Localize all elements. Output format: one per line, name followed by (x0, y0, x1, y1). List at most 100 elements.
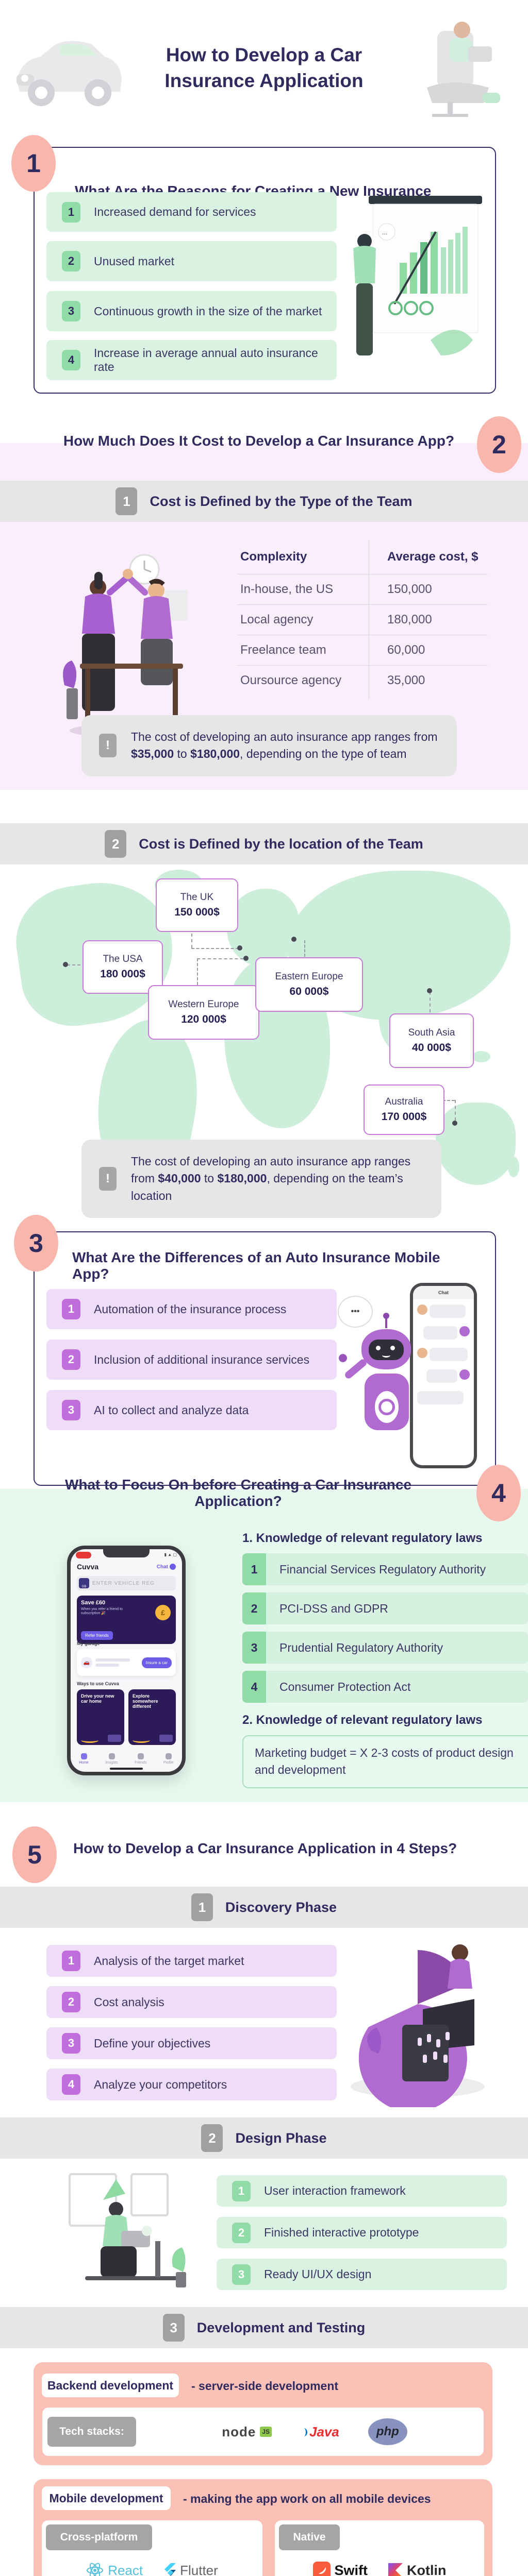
reading-person-illustration (427, 22, 500, 117)
difference-number: 2 (62, 1349, 80, 1370)
connector (197, 958, 243, 959)
phase-3-banner: 3 Development and Testing (0, 2307, 528, 2348)
phase-1-banner: 1 Discovery Phase (0, 1887, 528, 1928)
item-label: Analyze your competitors (94, 2077, 227, 2091)
native-box: Native Swift Kotlin (275, 2520, 484, 2576)
connector (191, 922, 192, 948)
cost-location-banner: 2 Cost is Defined by the location of the… (0, 823, 528, 865)
kotlin-logo: Kotlin (388, 2563, 446, 2576)
reason-number: 1 (62, 201, 80, 223)
law-number: 1 (242, 1553, 266, 1585)
my-garage-label: My garage (77, 1641, 100, 1646)
flutter-logo: Flutter (163, 2563, 218, 2576)
vehicle-reg-input: GB ENTER VEHICLE REG (77, 1576, 176, 1590)
law-label: PCI-DSS and GDPR (279, 1601, 388, 1615)
location-price: 150 000$ (174, 906, 220, 918)
second-knowledge-heading: 2. Knowledge of relevant regulatory laws (242, 1713, 483, 1727)
discovery-item: 1 Analysis of the target market (46, 1945, 337, 1977)
promo-subtitle: When you refer a friend to subscription … (81, 1607, 123, 1615)
reason-item: 2 Unused market (46, 241, 337, 281)
ways-to-use-label: Ways to use Cuvva (77, 1681, 119, 1686)
page-title: How to Develop a Car Insurance Applicati… (164, 44, 364, 91)
connector (455, 1100, 456, 1121)
item-label: Analysis of the target market (94, 1954, 244, 1968)
law-item: 2 PCI-DSS and GDPR (242, 1592, 528, 1624)
law-item: 3 Prudential Regulatory Authority (242, 1632, 528, 1664)
banner-number: 2 (105, 830, 127, 858)
mobile-chip: Mobile development (42, 2486, 171, 2510)
native-chip: Native (279, 2524, 340, 2550)
difference-label: Automation of the insurance process (94, 1302, 287, 1316)
reason-label: Unused market (94, 254, 174, 268)
law-label: Financial Services Regulatory Authority (279, 1562, 486, 1576)
location-price: 120 000$ (181, 1013, 226, 1025)
location-price: 40 000$ (412, 1042, 451, 1054)
vehicle-reg-placeholder: ENTER VEHICLE REG (92, 1580, 155, 1586)
banner-title: Cost is Defined by the Type of the Team (150, 493, 412, 509)
item-number: 2 (232, 2222, 251, 2243)
location-price: 180 000$ (100, 968, 145, 980)
item-number: 2 (62, 1992, 80, 2012)
banner-number: 1 (116, 487, 138, 515)
table-col-complexity: Complexity (240, 550, 307, 564)
table-row: Oursource agency 35,000 (237, 665, 487, 696)
section-2-title: How Much Does It Cost to Develop a Car I… (63, 433, 455, 449)
reason-label: Continuous growth in the size of the mar… (94, 304, 322, 318)
discovery-item: 3 Define your objectives (46, 2027, 337, 2059)
promo-title: Save £60 (81, 1600, 106, 1606)
react-logo: React (86, 2563, 143, 2576)
row-label: In-house, the US (240, 582, 334, 596)
java-logo: Java (301, 2424, 339, 2440)
cost-table: Complexity Average cost, $ In-house, the… (237, 540, 487, 700)
phase-2-banner: 2 Design Phase (0, 2117, 528, 2159)
law-number: 4 (242, 1671, 266, 1703)
connector (67, 964, 91, 965)
location-name: Western Europe (168, 999, 239, 1010)
section-1-number: 1 (11, 135, 56, 192)
backend-card: Backend development - server-side develo… (34, 2362, 492, 2465)
map-new-zealand (508, 1157, 519, 1177)
garage-card: 🚗 Insure a car (77, 1649, 176, 1676)
table-row: In-house, the US 150,000 (237, 574, 487, 604)
design-item: 2 Finished interactive prototype (217, 2217, 507, 2248)
mobile-card: Mobile development - making the app work… (34, 2479, 492, 2576)
phase-title: Design Phase (235, 2130, 327, 2146)
row-label: Local agency (240, 613, 314, 626)
cost-type-banner: 1 Cost is Defined by the Type of the Tea… (0, 481, 528, 522)
reason-label: Increase in average annual auto insuranc… (94, 346, 318, 374)
phase-number: 1 (191, 1893, 213, 1921)
table-header-row: Complexity Average cost, $ (237, 540, 487, 574)
row-value: 35,000 (387, 673, 425, 687)
map-callout-uk: The UK 150 000$ (156, 878, 238, 932)
section-3-number: 3 (14, 1215, 58, 1272)
cross-platform-box: Cross-platform React Flutter (42, 2520, 262, 2576)
location-name: Eastern Europe (275, 971, 343, 982)
difference-label: AI to collect and analyze data (94, 1403, 249, 1417)
marketing-budget-note: Marketing budget = X 2-3 costs of produc… (242, 1735, 528, 1788)
law-label: Consumer Protection Act (279, 1680, 411, 1693)
gb-plate-icon: GB (79, 1578, 89, 1588)
promo-card-drive: Drive your new car home (77, 1689, 124, 1745)
location-name: The UK (180, 892, 214, 903)
reason-label: Increased demand for services (94, 205, 256, 218)
item-label: Ready UI/UX design (264, 2267, 372, 2281)
law-number: 2 (242, 1592, 266, 1624)
location-name: The USA (103, 954, 143, 964)
reason-number: 3 (62, 301, 80, 321)
map-pin-western-europe (243, 956, 249, 961)
swift-logo: Swift (312, 2562, 368, 2576)
exclamation-icon: ! (99, 1167, 117, 1191)
mobile-desc: - making the app work on all mobile devi… (183, 2492, 431, 2505)
cost-type-note: ! The cost of developing an auto insuran… (81, 715, 457, 776)
row-label: Freelance team (240, 643, 326, 657)
difference-number: 1 (62, 1299, 80, 1319)
map-pin-uk (237, 945, 242, 951)
chat-link: Chat (157, 1564, 176, 1570)
laws-heading: 1. Knowledge of relevant regulatory laws (242, 1531, 483, 1545)
svg-text:...: ... (382, 229, 387, 236)
design-item: 3 Ready UI/UX design (217, 2259, 507, 2290)
backend-desc: - server-side development (191, 2379, 339, 2393)
map-pin-australia (452, 1121, 457, 1126)
